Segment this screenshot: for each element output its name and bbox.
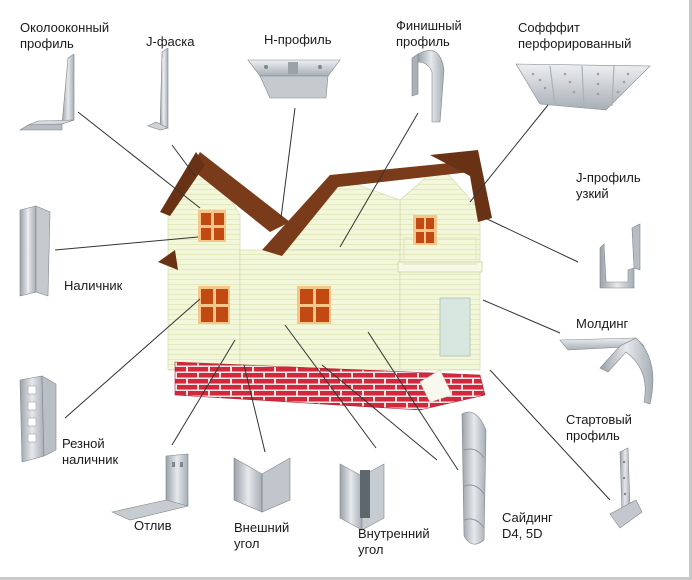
carved-casing-part	[19, 375, 57, 463]
soffit-part	[515, 63, 651, 111]
label-molding: Молдинг	[576, 316, 629, 331]
window-lower-left	[198, 286, 230, 324]
window-upper-right	[413, 215, 437, 245]
label-drip-edge: Отлив	[134, 518, 172, 533]
leader-lines	[54, 104, 611, 501]
window-lower-center	[297, 286, 331, 324]
casing-part	[19, 205, 51, 297]
label-casing: Наличник	[64, 278, 123, 293]
roof-left	[190, 152, 290, 232]
finish-profile-part	[411, 50, 445, 123]
j-profile-narrow-part	[599, 223, 641, 289]
house-illustration	[158, 150, 492, 411]
siding-d4-part	[461, 411, 487, 545]
label-j-chamfer: J-фаска	[146, 34, 195, 49]
j-chamfer-part	[147, 47, 169, 131]
h-profile-part	[247, 59, 341, 99]
drip-edge-part	[111, 453, 189, 521]
inner-corner-part	[339, 463, 385, 531]
outer-corner-part	[233, 457, 291, 513]
molding-part	[559, 337, 654, 405]
starter-profile-part	[609, 447, 643, 529]
window-upper-left	[198, 210, 226, 242]
label-h-profile: Н-профиль	[264, 32, 332, 47]
window-profile-part	[18, 53, 75, 131]
